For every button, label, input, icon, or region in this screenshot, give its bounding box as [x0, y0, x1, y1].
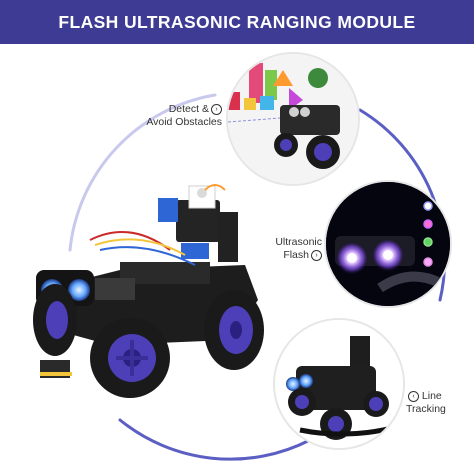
ultrasonic-flash-scene [324, 180, 452, 308]
chevron-right-circle-icon: › [311, 249, 322, 261]
toy-block-green [265, 70, 277, 100]
wheel-front-right [204, 290, 264, 370]
wheel-front-left [90, 318, 170, 398]
main-robot-car [33, 184, 264, 398]
tracking-robot-car [296, 366, 376, 410]
callout-detect-avoid: Detect &› Avoid Obstacles [124, 103, 222, 129]
chevron-left-circle-icon: ‹ [408, 390, 419, 402]
line-tracking-scene [273, 318, 405, 450]
callout-ultrasonic-flash: Ultrasonic Flash› [262, 236, 322, 262]
mini-robot-car [280, 105, 340, 135]
callout-line-tracking: ‹ Line Tracking [406, 390, 466, 416]
callout-detect-line2: Avoid Obstacles [146, 116, 222, 128]
callout-line-line2: Tracking [406, 403, 446, 415]
callout-detect-line1: Detect & [168, 103, 209, 115]
page-title: FLASH ULTRASONIC RANGING MODULE [58, 11, 416, 32]
callout-flash-line2: Flash [283, 249, 309, 261]
obstacle-avoid-scene [226, 52, 360, 186]
toy-block-pink [249, 63, 263, 103]
toy-block-triangle [273, 70, 293, 86]
callout-flash-line1: Ultrasonic [275, 236, 322, 248]
wheel-rear-left [33, 284, 77, 356]
track-line [299, 417, 403, 437]
chevron-right-circle-icon: › [211, 103, 222, 115]
ultrasonic-eye-right [68, 279, 90, 301]
header-banner: FLASH ULTRASONIC RANGING MODULE [0, 0, 474, 44]
plant-icon [308, 68, 328, 88]
callout-line-line1: Line [421, 390, 442, 402]
